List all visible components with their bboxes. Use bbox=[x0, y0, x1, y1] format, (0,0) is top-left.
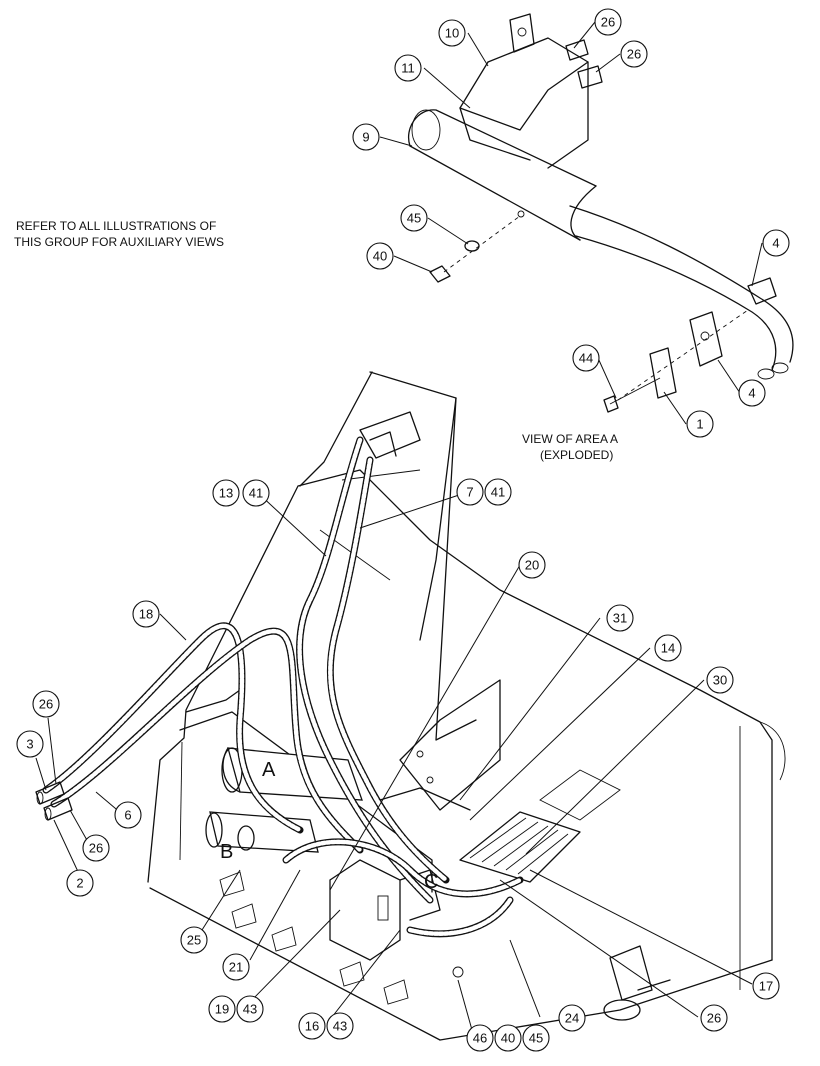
svg-text:26: 26 bbox=[89, 841, 103, 856]
callout-26: 26 bbox=[594, 8, 622, 36]
callout-6: 6 bbox=[114, 801, 142, 829]
svg-text:43: 43 bbox=[333, 1019, 347, 1034]
callout-26: 26 bbox=[32, 690, 60, 718]
callout-26: 26 bbox=[82, 834, 110, 862]
svg-text:26: 26 bbox=[707, 1011, 721, 1026]
callout-19: 19 bbox=[208, 995, 236, 1023]
callout-11: 11 bbox=[394, 54, 422, 82]
svg-text:9: 9 bbox=[362, 130, 369, 145]
svg-text:45: 45 bbox=[529, 1031, 543, 1046]
svg-text:6: 6 bbox=[124, 808, 131, 823]
svg-text:40: 40 bbox=[501, 1031, 515, 1046]
area-letter-a: A bbox=[262, 759, 276, 781]
exploded-view-area-a bbox=[408, 13, 794, 413]
callout-43: 43 bbox=[326, 1012, 354, 1040]
callout-17: 17 bbox=[752, 972, 780, 1000]
callout-16: 16 bbox=[298, 1012, 326, 1040]
svg-text:41: 41 bbox=[249, 486, 263, 501]
svg-text:26: 26 bbox=[627, 47, 641, 62]
svg-text:26: 26 bbox=[601, 15, 615, 30]
svg-text:4: 4 bbox=[748, 386, 755, 401]
svg-text:7: 7 bbox=[466, 485, 473, 500]
svg-text:26: 26 bbox=[39, 697, 53, 712]
callout-4: 4 bbox=[762, 229, 790, 257]
callout-41: 41 bbox=[242, 479, 270, 507]
svg-text:44: 44 bbox=[579, 351, 593, 366]
note-refer-line1: REFER TO ALL ILLUSTRATIONS OF bbox=[16, 219, 216, 233]
callout-10: 10 bbox=[438, 19, 466, 47]
svg-text:19: 19 bbox=[215, 1002, 229, 1017]
note-refer-line2: THIS GROUP FOR AUXILIARY VIEWS bbox=[14, 235, 224, 249]
callout-18: 18 bbox=[132, 600, 160, 628]
svg-text:46: 46 bbox=[473, 1031, 487, 1046]
callout-40: 40 bbox=[366, 242, 394, 270]
area-letter-b: B bbox=[220, 841, 233, 863]
svg-text:25: 25 bbox=[187, 933, 201, 948]
callout-40: 40 bbox=[494, 1024, 522, 1052]
svg-text:2: 2 bbox=[76, 876, 83, 891]
svg-text:43: 43 bbox=[243, 1002, 257, 1017]
svg-text:20: 20 bbox=[525, 558, 539, 573]
callout-1: 1 bbox=[686, 410, 714, 438]
svg-text:13: 13 bbox=[219, 486, 233, 501]
callout-44: 44 bbox=[572, 344, 600, 372]
svg-text:21: 21 bbox=[229, 960, 243, 975]
svg-text:31: 31 bbox=[613, 611, 627, 626]
callout-21: 21 bbox=[222, 953, 250, 981]
callout-30: 30 bbox=[706, 666, 734, 694]
svg-text:3: 3 bbox=[26, 737, 33, 752]
area-letter-c: C bbox=[424, 871, 438, 893]
callout-43: 43 bbox=[236, 995, 264, 1023]
callout-24: 24 bbox=[558, 1004, 586, 1032]
hoses bbox=[35, 436, 524, 938]
note-view-line2: (EXPLODED) bbox=[540, 448, 613, 462]
callout-26: 26 bbox=[700, 1004, 728, 1032]
callout-9: 9 bbox=[352, 123, 380, 151]
leader-lines bbox=[35, 21, 763, 1031]
svg-text:16: 16 bbox=[305, 1019, 319, 1034]
callout-20: 20 bbox=[518, 551, 546, 579]
callout-31: 31 bbox=[606, 604, 634, 632]
callout-45: 45 bbox=[400, 204, 428, 232]
callout-13: 13 bbox=[212, 479, 240, 507]
note-view-line1: VIEW OF AREA A bbox=[522, 432, 618, 446]
callout-41: 41 bbox=[484, 478, 512, 506]
svg-text:4: 4 bbox=[772, 236, 779, 251]
callout-2: 2 bbox=[66, 869, 94, 897]
svg-text:14: 14 bbox=[661, 641, 675, 656]
svg-text:1: 1 bbox=[696, 417, 703, 432]
callout-46: 46 bbox=[466, 1024, 494, 1052]
svg-text:17: 17 bbox=[759, 979, 773, 994]
svg-text:41: 41 bbox=[491, 485, 505, 500]
callout-25: 25 bbox=[180, 926, 208, 954]
svg-text:10: 10 bbox=[445, 26, 459, 41]
callout-7: 7 bbox=[456, 478, 484, 506]
callout-26: 26 bbox=[620, 40, 648, 68]
callout-4: 4 bbox=[738, 379, 766, 407]
callout-3: 3 bbox=[16, 730, 44, 758]
svg-text:24: 24 bbox=[565, 1011, 579, 1026]
callout-14: 14 bbox=[654, 634, 682, 662]
svg-text:45: 45 bbox=[407, 211, 421, 226]
svg-text:40: 40 bbox=[373, 249, 387, 264]
svg-text:11: 11 bbox=[401, 61, 415, 76]
svg-text:18: 18 bbox=[139, 607, 153, 622]
svg-text:30: 30 bbox=[713, 673, 727, 688]
callout-45: 45 bbox=[522, 1024, 550, 1052]
